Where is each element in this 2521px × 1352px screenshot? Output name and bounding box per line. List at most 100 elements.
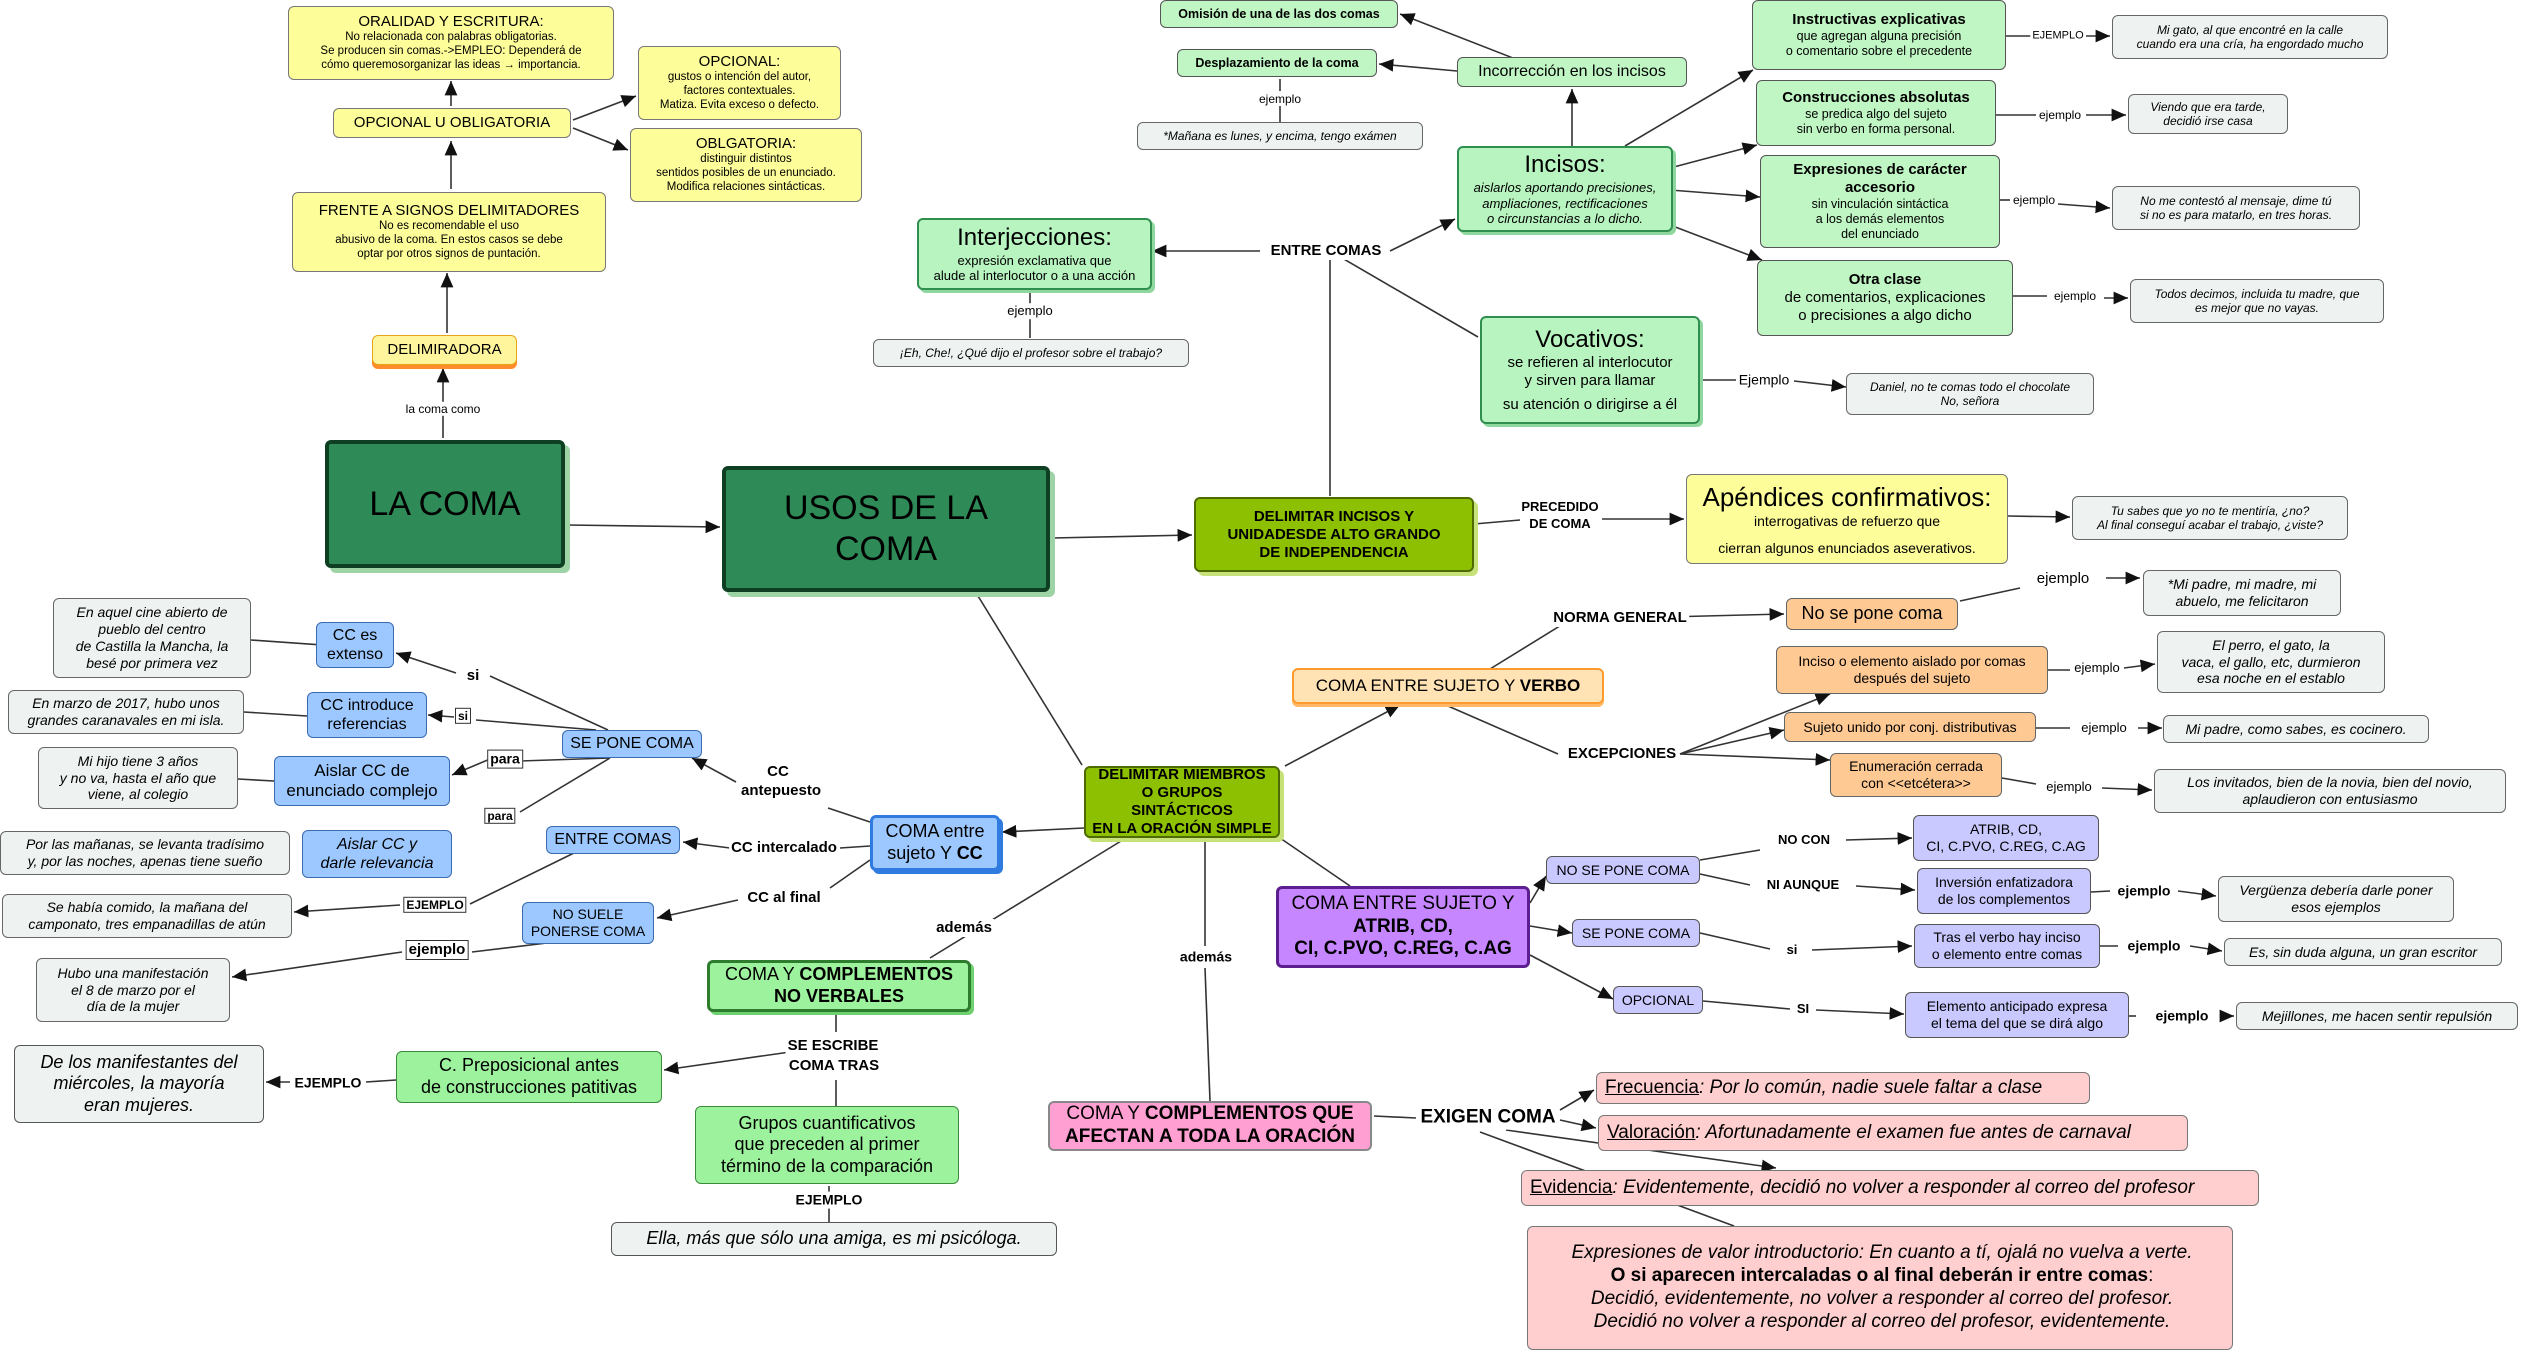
example-text: Por las mañanas, se levanta tradísimo [25, 836, 265, 853]
delimiradora-node[interactable]: DELIMIRADORA [372, 335, 517, 365]
coma-sujeto-verbo-node[interactable]: COMA ENTRE SUJETO Y VERBO [1292, 668, 1604, 704]
example-text: Tu sabes que yo no te mentiría, ¿no? [2110, 503, 2310, 518]
edge-label: ejemplo [1256, 91, 1304, 107]
frecuencia-node[interactable]: Frecuencia: Por lo común, nadie suele fa… [1596, 1072, 2090, 1104]
omision-node[interactable]: Omisión de una de las dos comas [1160, 0, 1398, 28]
frecuencia-desc: : Por lo común, nadie suele faltar a cla… [1699, 1076, 2043, 1098]
cc-introduce-label: referencias [327, 716, 407, 733]
inciso-label: después del sujeto [1853, 670, 1971, 686]
example-text: si no es para matarlo, en tres horas. [2139, 208, 2333, 222]
atrib-list-node[interactable]: ATRIB, CD,CI, C.PVO, C.REG, C.AG [1913, 815, 2099, 861]
usos-coma-node[interactable]: USOS DE LA COMA [722, 466, 1050, 592]
connector-line [427, 709, 455, 723]
connector-line [469, 851, 577, 905]
accesorio-node[interactable]: Expresiones de carácter accesorio sin vi… [1760, 155, 2000, 248]
obligatoria-node[interactable]: OBLGATORIA: distinguir distintos sentido… [630, 128, 862, 202]
se-pone-coma-cc-node[interactable]: SE PONE COMA [562, 730, 702, 758]
connector-line [475, 719, 597, 731]
connector-line [929, 837, 1127, 959]
example-text: De los manifestantes del [40, 1051, 238, 1072]
aislar-cc-label: Aislar CC de [314, 760, 410, 780]
absolutas-desc: se predica algo del sujeto [1805, 107, 1947, 121]
connector-line [1811, 940, 1913, 953]
incisos-desc: o circunstancias a lo dicho. [1486, 211, 1644, 227]
incisos-node[interactable]: Incisos: aislarlos aportando precisiones… [1457, 146, 1673, 232]
interjecciones-desc: alude al interlocutor o a una acción [933, 268, 1136, 284]
connector-line [1669, 224, 1763, 261]
incorreccion-node[interactable]: Incorrección en los incisos [1457, 57, 1687, 87]
usos-coma-title: USOS DE LA COMA [783, 489, 989, 568]
apendices-node[interactable]: Apéndices confirmativos: interrogativas … [1686, 474, 2008, 564]
delimitar-miembros-node[interactable]: DELIMITAR MIEMBROS O GRUPOS SINTÁCTICOS … [1084, 766, 1280, 838]
opcional-atrib-node[interactable]: OPCIONAL [1613, 986, 1703, 1014]
delimiradora-label: DELIMIRADORA [387, 341, 502, 358]
vocativos-node[interactable]: Vocativos: se refieren al interlocutor y… [1480, 316, 1700, 424]
se-pone-atrib-node[interactable]: SE PONE COMA [1572, 919, 1700, 947]
frecuencia-title: Frecuencia [1605, 1076, 1699, 1098]
connector-line [1284, 704, 1401, 767]
opcional-node[interactable]: OPCIONAL: gustos o intención del autor, … [638, 46, 841, 120]
delimitar-miembros-title: O GRUPOS SINTÁCTICOS [1131, 784, 1233, 819]
edge-label: ejemplo [2051, 288, 2099, 304]
example-box: ¡Eh, Che!, ¿Qué dijo el profesor sobre e… [873, 339, 1189, 367]
connector-line [1815, 1006, 1905, 1020]
connector-line [1959, 587, 2021, 602]
example-text: Vergüenza debería darle poner [2239, 882, 2433, 899]
no-se-pone-atrib-node[interactable]: NO SE PONE COMA [1546, 856, 1700, 884]
frente-signos-node[interactable]: FRENTE A SIGNOS DELIMITADORES No es reco… [292, 192, 606, 272]
edge-label: para [484, 807, 516, 825]
interjecciones-node[interactable]: Interjecciones: expresión exclamativa qu… [917, 218, 1152, 290]
inciso-label: Inciso o elemento aislado por comas [1798, 653, 2026, 670]
absolutas-node[interactable]: Construcciones absolutas se predica algo… [1756, 80, 1996, 146]
accesorio-title: accesorio [1844, 179, 1916, 196]
la-coma-node[interactable]: LA COMA [325, 440, 565, 568]
instructivas-node[interactable]: Instructivas explicativas que agregan al… [1752, 0, 2006, 70]
example-text: Mejillones, me hacen sentir repulsión [2261, 1007, 2493, 1024]
delimitar-incisos-node[interactable]: DELIMITAR INCISOS Y UNIDADESDE ALTO GRAN… [1194, 497, 1474, 572]
example-text: El perro, el gato, la [2212, 636, 2330, 653]
edge-label: si [1784, 942, 1800, 958]
edge-label: ejemplo [2153, 1007, 2211, 1025]
example-text: En marzo de 2017, hubo unos [32, 695, 220, 712]
valoracion-node[interactable]: Valoración: Afortunadamente el examen fu… [1598, 1115, 2188, 1151]
evidencia-node[interactable]: Evidencia: Evidentemente, decidió no vol… [1521, 1170, 2259, 1206]
no-se-pone-coma-node[interactable]: No se pone coma [1786, 598, 1958, 630]
entre-comas-node[interactable]: ENTRE COMAS [546, 826, 680, 854]
opcional-obligatoria-node[interactable]: OPCIONAL U OBLIGATORIA [333, 108, 571, 138]
otra-clase-title: Otra clase [1848, 271, 1922, 288]
expresiones-node[interactable]: Expresiones de valor introductorio: En c… [1527, 1226, 2233, 1350]
connector-line [1699, 849, 1761, 861]
edge-label: ejemplo [2044, 779, 2094, 795]
connector-line [827, 807, 871, 823]
connector-line [1699, 873, 1751, 886]
edge-label: SE ESCRIBE [785, 1037, 881, 1055]
desplazamiento-node[interactable]: Desplazamiento de la coma [1177, 49, 1377, 77]
edge-label: ejemplo [2115, 882, 2173, 900]
connector-line [1559, 1118, 1597, 1132]
otra-clase-node[interactable]: Otra clase de comentarios, explicaciones… [1757, 260, 2013, 336]
evidencia-desc: : Evidentemente, decidió no volver a res… [1612, 1176, 2195, 1198]
edge-label: CC intercalado [729, 839, 839, 857]
distributivas-node[interactable]: Sujeto unido por conj. distributivas [1784, 712, 2036, 742]
oralidad-node[interactable]: ORALIDAD Y ESCRITURA: No relacionada con… [288, 6, 614, 80]
accesorio-desc: a los demás elementos [1815, 212, 1945, 226]
